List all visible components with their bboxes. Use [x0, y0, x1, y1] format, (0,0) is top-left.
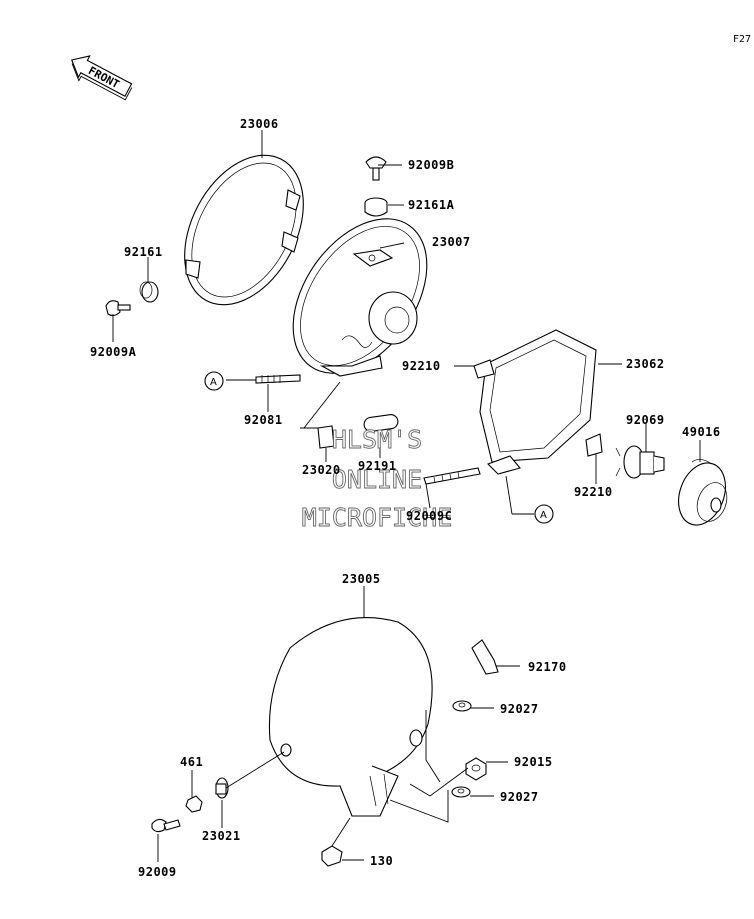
part-label-23062: 23062: [626, 357, 665, 371]
part-label-23021: 23021: [202, 829, 241, 843]
page-code: F27: [733, 34, 751, 45]
screw-92009-icon: [151, 818, 181, 833]
clip-23020-icon: [317, 425, 335, 449]
front-arrow-icon: FRONT: [70, 55, 133, 101]
part-label-92009b: 92009B: [408, 158, 454, 172]
bushing-23021-icon: [215, 777, 229, 799]
part-label-92015: 92015: [514, 755, 553, 769]
headlight-housing: [292, 218, 428, 377]
washer-92027-icon: [452, 700, 472, 712]
front-label: FRONT: [86, 64, 122, 91]
screw-92081-icon: [255, 374, 301, 384]
bracket-92170-icon: [471, 639, 499, 675]
part-label-461: 461: [180, 755, 203, 769]
svg-text:A: A: [210, 377, 217, 388]
bolt-130-icon: [321, 817, 351, 867]
part-label-92161: 92161: [124, 245, 163, 259]
screw-92009c-icon: [423, 467, 481, 485]
part-label-23005: 23005: [342, 572, 381, 586]
part-label-92210-lower: 92210: [574, 485, 613, 499]
part-label-92210: 92210: [402, 359, 441, 373]
watermark-line-3: MICROFICHE: [302, 503, 453, 532]
part-label-92027: 92027: [500, 702, 539, 716]
part-label-92161a: 92161A: [408, 198, 455, 212]
nut-461-icon: [185, 795, 203, 813]
watermark-line-1: HLSM'S: [332, 425, 422, 454]
part-label-92027-lower: 92027: [500, 790, 539, 804]
collar-92191-icon: [363, 414, 399, 432]
grommet-92161-icon: [139, 281, 159, 303]
part-label-92191: 92191: [358, 459, 397, 473]
headlight-rim: [184, 154, 304, 306]
part-label-23020: 23020: [302, 463, 341, 477]
part-label-92009a: 92009A: [90, 345, 137, 359]
part-label-23007: 23007: [432, 235, 471, 249]
ref-marker-a-upper: A: [204, 371, 224, 391]
cap-49016-icon: [678, 459, 728, 526]
part-label-92009: 92009: [138, 865, 177, 879]
grommet-92161a-icon: [364, 197, 388, 217]
washer-92027-lower-icon: [451, 786, 471, 798]
nut-92015-icon: [465, 757, 487, 781]
bulb-92069-icon: [615, 445, 665, 479]
watermark: HLSM'S ONLINE MICROFICHE: [301, 425, 453, 533]
watermark-line-2: ONLINE: [332, 465, 422, 494]
leader-lines: [112, 130, 701, 862]
screw-92009b-icon: [365, 156, 387, 181]
part-label-23006: 23006: [240, 117, 279, 131]
part-label-92009c: 92009C: [406, 509, 452, 523]
part-label-49016: 49016: [682, 425, 721, 439]
screw-92009a-icon: [105, 300, 131, 317]
part-label-92170: 92170: [528, 660, 567, 674]
part-label-92081: 92081: [244, 413, 283, 427]
headlight-shell: [268, 617, 433, 817]
svg-text:A: A: [540, 510, 547, 521]
headlight-bracket-frame: [473, 329, 603, 475]
part-label-130: 130: [370, 854, 393, 868]
part-label-92069: 92069: [626, 413, 665, 427]
ref-marker-a-lower: A: [534, 504, 554, 524]
